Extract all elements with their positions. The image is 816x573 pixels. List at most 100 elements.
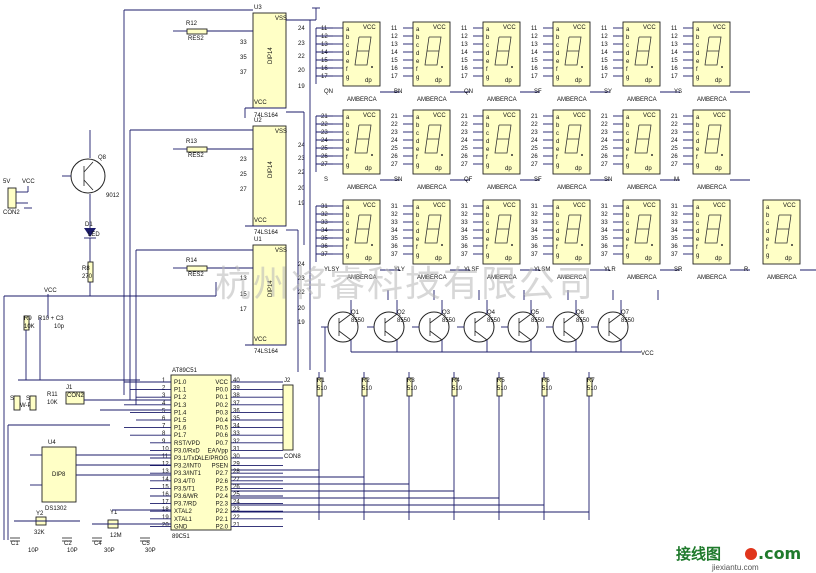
mcu-pin-right: P2.4	[216, 494, 229, 500]
seg-letter: g	[416, 75, 419, 81]
seg-letter: g	[416, 253, 419, 259]
seg-letter: a	[416, 205, 420, 211]
mcu-pin-num: 4	[162, 401, 166, 407]
mcu-pin-num: 1	[162, 378, 166, 384]
display-pin-number: 13	[531, 42, 538, 48]
r8-val: 270	[82, 274, 93, 280]
svg-text:VSS: VSS	[275, 129, 287, 135]
mcu-pin-left: P1.1	[174, 388, 187, 394]
transistor-ref: Q4	[487, 310, 496, 316]
display-pin-number: 27	[391, 162, 398, 168]
display-pin-number: 15	[531, 58, 538, 64]
c3-val: 10p	[54, 324, 65, 330]
shift-register-u2: U2 74LS164 VSS VCC DIP14 R13 RES2 23 25 …	[186, 118, 305, 236]
display-pin-number: 21	[461, 114, 468, 120]
seg-letter: dp	[365, 78, 372, 84]
seg-letter: g	[486, 75, 489, 81]
seg-letter: f	[486, 155, 488, 161]
svg-text:20: 20	[298, 186, 305, 192]
y2-val: 32K	[34, 530, 45, 536]
logo-mark-icon	[745, 548, 757, 560]
display-pin-number: 36	[531, 244, 538, 250]
svg-text:C5: C5	[142, 541, 150, 547]
display-pin-number: 35	[531, 236, 538, 242]
display-pin-number: 22	[461, 122, 468, 128]
rtc-part: DS1302	[45, 506, 67, 512]
mcu-pin-num: 17	[162, 500, 169, 506]
r13-ref: R13	[186, 139, 198, 145]
mcu-pin-right: VCC	[215, 380, 228, 386]
svg-text:25: 25	[240, 172, 247, 178]
display-pin-number: 31	[321, 204, 328, 210]
display-pin-number: 11	[391, 26, 398, 32]
mcu-pin-num: 24	[233, 500, 240, 506]
svg-text:30P: 30P	[104, 548, 115, 554]
seg-letter: f	[416, 155, 418, 161]
digit-label: YLY	[394, 267, 405, 273]
display-pin-number: 15	[671, 58, 678, 64]
svg-text:20: 20	[298, 68, 305, 74]
display-pin-number: 17	[601, 74, 608, 80]
display-vcc-label: VCC	[713, 25, 726, 31]
display-pin-number: 34	[391, 228, 398, 234]
seg-letter: dp	[505, 78, 512, 84]
mcu-pin-num: 15	[162, 484, 169, 490]
seg-letter: e	[696, 147, 700, 153]
display-vcc-label: VCC	[503, 25, 516, 31]
y1-ref: Y1	[110, 510, 118, 516]
display-pin-number: 14	[601, 50, 608, 56]
mcu-pin-right: P0.0	[216, 388, 229, 394]
mcu-pin-left: P3.2/INT0	[174, 464, 202, 470]
svg-text:24: 24	[298, 26, 305, 32]
seg-letter: c	[626, 43, 629, 49]
display-pin-number: 16	[601, 66, 608, 72]
base-resistor-ref: R1	[317, 378, 325, 384]
u2-body	[252, 125, 287, 227]
u1-ref: U1	[254, 237, 262, 243]
mcu-pin-num: 28	[233, 469, 240, 475]
seg-letter: b	[626, 123, 630, 129]
y2-ref: Y2	[36, 511, 44, 517]
r9-body	[23, 315, 30, 331]
svg-text:20: 20	[298, 306, 305, 312]
mcu-pin-num: 25	[233, 492, 240, 498]
base-resistor-val: 510	[362, 386, 373, 392]
display-pin-number: 33	[601, 220, 608, 226]
display-pin-number: 23	[671, 130, 678, 136]
driver-vcc-label: VCC	[641, 351, 654, 357]
seg-letter: f	[696, 245, 698, 251]
r8-ref: R8	[82, 266, 90, 272]
seg-letter: e	[626, 237, 630, 243]
mcu-pin-left: P1.0	[174, 380, 187, 386]
seg-letter: f	[486, 245, 488, 251]
seg-letter: e	[556, 237, 560, 243]
display-pin-number: 26	[461, 154, 468, 160]
display-pin-number: 17	[461, 74, 468, 80]
display-pin-number: 27	[531, 162, 538, 168]
digit-driver-transistors: Q18550R1510Q28550R2510Q38550R3510Q48550R…	[231, 300, 641, 520]
seg-letter: g	[556, 253, 559, 259]
seg-letter: a	[696, 27, 700, 33]
mcu-pin-left: P1.7	[174, 433, 187, 439]
r9-ref: R9	[24, 316, 32, 322]
seg-letter: b	[696, 123, 700, 129]
transistor-part: 8550	[576, 318, 590, 324]
mcu-pin-right: P2.5	[216, 486, 229, 492]
u3-vcc: VCC	[254, 100, 267, 106]
display-pin-number: 31	[461, 204, 468, 210]
led-d1-symbol	[84, 228, 96, 237]
svg-text:24: 24	[298, 143, 305, 149]
display-pin-number: 33	[391, 220, 398, 226]
display-pin-number: 37	[321, 252, 328, 258]
seg-letter: e	[416, 59, 420, 65]
svg-text:10P: 10P	[28, 548, 39, 554]
display-part-label: AMBERCA	[487, 275, 517, 281]
display-pin-number: 15	[391, 58, 398, 64]
crystal-y1: Y1 12M C4 30P C5 30P	[92, 509, 171, 554]
